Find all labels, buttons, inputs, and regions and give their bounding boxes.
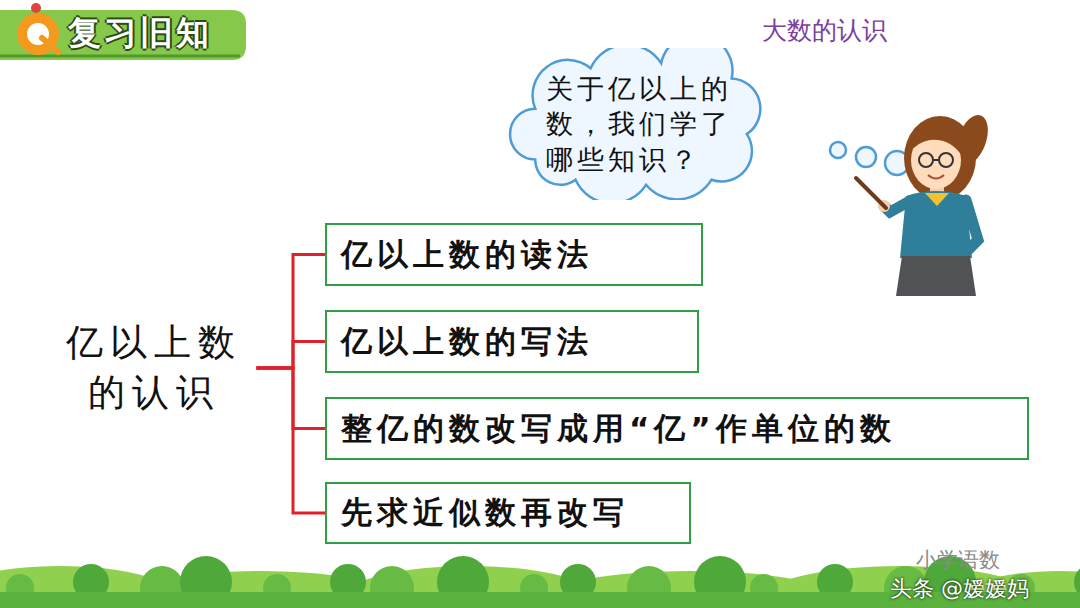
topic-box: 先求近似数再改写 (325, 482, 691, 544)
box-text: 整亿的数改写成用“亿”作单位的数 (341, 408, 896, 450)
bracket-line (258, 342, 325, 368)
heading-text: 亿以上数的认识 (52, 318, 256, 418)
topic-box: 亿以上数的写法 (325, 310, 699, 373)
bubble-text: 关于亿以上的数，我们学了哪些知识？ (546, 71, 736, 176)
box-text: 先求近似数再改写 (341, 492, 629, 534)
hair (904, 116, 976, 200)
lesson-name: 大数的认识 (762, 14, 887, 47)
header-icon-tail (42, 38, 58, 52)
header-underline (0, 55, 240, 58)
arm (966, 200, 978, 250)
topic-box: 亿以上数的读法 (325, 223, 703, 286)
header-icon (17, 13, 59, 55)
box-text: 亿以上数的写法 (341, 321, 593, 363)
topic-heading: 亿以上数的认识 (52, 318, 256, 418)
smile (928, 175, 944, 179)
cloud-path (510, 48, 760, 200)
pointer-stick (856, 178, 886, 208)
slide-title: 复习旧知 (68, 11, 212, 56)
skirt (896, 256, 976, 296)
teacher-figure (856, 111, 994, 296)
thought-bubble: 关于亿以上的数，我们学了哪些知识？ (505, 48, 777, 200)
watermark: 小学语数 (916, 546, 1000, 574)
glasses (939, 153, 953, 167)
glasses (919, 153, 933, 167)
bracket-line (258, 255, 325, 368)
header-icon-dot (31, 3, 41, 13)
topic-box: 整亿的数改写成用“亿”作单位的数 (325, 397, 1029, 460)
collar (925, 193, 949, 206)
bubble-dot (856, 147, 876, 167)
bubble-trail (830, 142, 909, 175)
bracket-line (258, 368, 325, 513)
bubble-dot (830, 142, 846, 158)
watermark: 头条 @嫒嫒妈 (890, 574, 1029, 604)
bangs (910, 126, 963, 156)
header-tab (0, 10, 246, 60)
box-text: 亿以上数的读法 (341, 234, 593, 276)
glasses-bridge (933, 159, 939, 161)
